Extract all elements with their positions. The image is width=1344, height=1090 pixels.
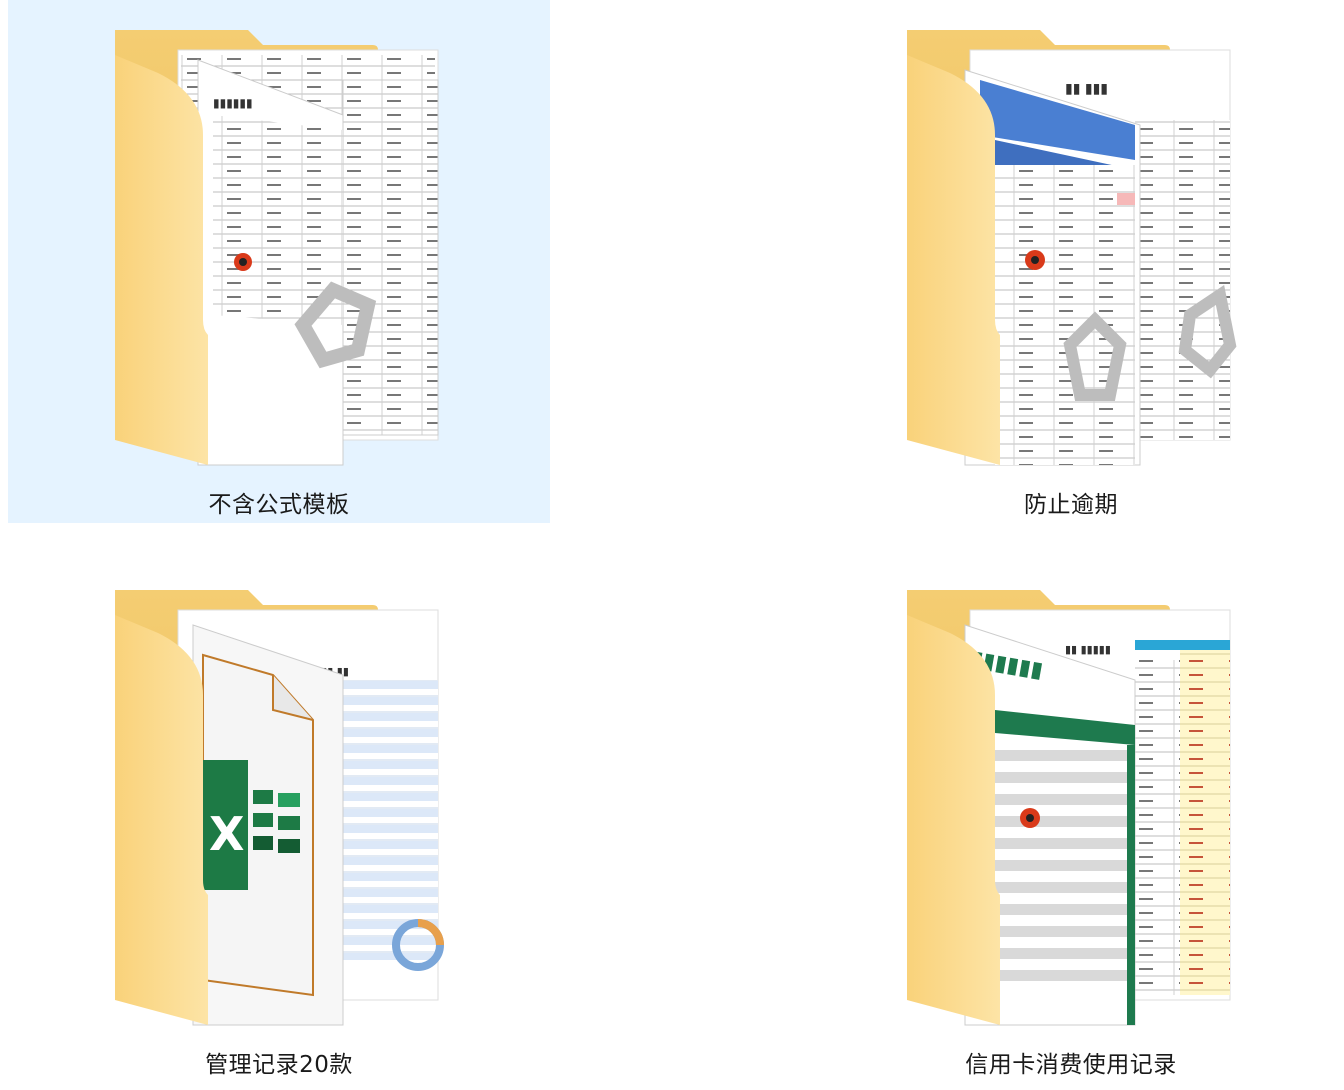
folder-name-label: 不含公式模板 xyxy=(208,492,350,518)
folder-tile-no-formula-template[interactable]: ▮▮▮▮▮▮ 不含公式模板 xyxy=(8,0,550,523)
watermark-logo-icon xyxy=(1063,285,1237,401)
watermark-logo-icon xyxy=(294,281,377,369)
folder-icon: ▮▮▮▮▮ ▮▮ X xyxy=(115,590,444,1026)
folder-tile-prevent-overdue[interactable]: ▮▮ ▮▮▮ 防止逾期 xyxy=(800,0,1342,523)
folder-tile-credit-card-records[interactable]: ▮▮ ▮▮▮▮▮ ▮▮▮▮▮▮ 信用卡消费使用记录 xyxy=(800,560,1342,1083)
folder-name-label: 防止逾期 xyxy=(1024,492,1118,518)
svg-text:▮▮▮▮▮▮: ▮▮▮▮▮▮ xyxy=(213,96,253,110)
folder-icon: ▮▮ ▮▮▮▮▮ ▮▮▮▮▮▮ xyxy=(907,590,1231,1026)
folder-name-label: 信用卡消费使用记录 xyxy=(965,1052,1177,1078)
svg-text:X: X xyxy=(209,807,244,861)
folder-icon: ▮▮▮▮▮▮ xyxy=(115,30,439,466)
folder-tile-management-records[interactable]: ▮▮▮▮▮ ▮▮ X 管理记录20款 xyxy=(8,560,550,1083)
svg-text:▮▮ ▮▮▮▮▮: ▮▮ ▮▮▮▮▮ xyxy=(1065,643,1111,656)
folder-name-label: 管理记录20款 xyxy=(205,1052,353,1078)
excel-icon: X xyxy=(202,653,314,997)
svg-text:▮▮ ▮▮▮: ▮▮ ▮▮▮ xyxy=(1065,81,1108,97)
folder-icon: ▮▮ ▮▮▮ xyxy=(907,30,1237,466)
